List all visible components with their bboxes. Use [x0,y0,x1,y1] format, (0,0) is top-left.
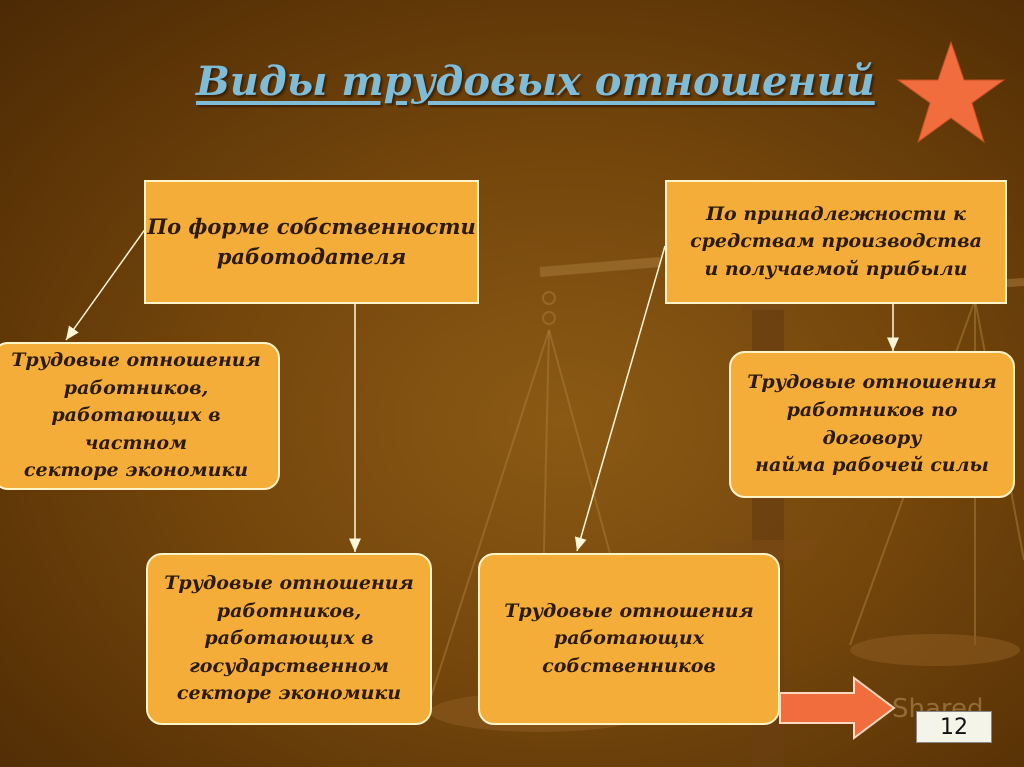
owners-box: Трудовые отношения работающих собственни… [478,553,780,725]
hired-labor-label: Трудовые отношения работников по договор… [747,371,997,477]
public-sector-box: Трудовые отношения работников, работающи… [146,553,432,725]
private-sector-label: Трудовые отношения работников, работающи… [11,349,261,482]
public-sector-label: Трудовые отношения работников, работающи… [164,572,414,705]
hired-labor-box: Трудовые отношения работников по договор… [729,351,1015,498]
arrow-right-icon[interactable] [778,676,898,740]
production-means-label: По принадлежности к средствам производст… [690,202,982,280]
owners-label: Трудовые отношения работающих собственни… [504,599,754,677]
star-icon [896,40,1006,144]
arrow-to-private-sector [65,227,147,341]
page-number: 12 [916,711,992,743]
slide-title: Виды трудовых отношений [196,58,875,105]
ownership-form-label: По форме собственности работодателя [147,213,476,269]
arrow-to-owners [574,245,666,552]
production-means-box: По принадлежности к средствам производст… [665,180,1007,304]
private-sector-box: Трудовые отношения работников, работающи… [0,342,280,490]
ownership-form-box: По форме собственности работодателя [144,180,479,304]
